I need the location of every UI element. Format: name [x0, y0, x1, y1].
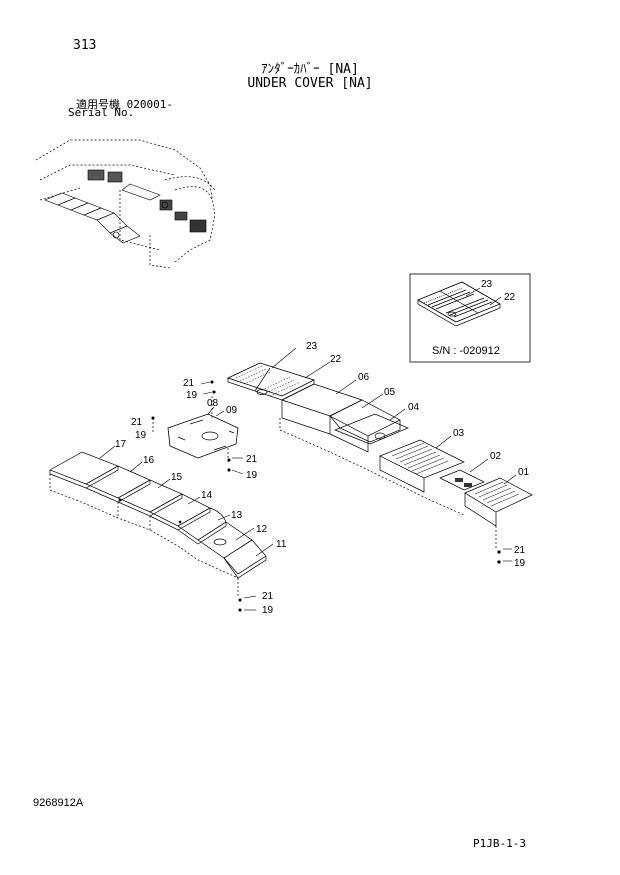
label-21-mid: 21	[246, 454, 258, 465]
inset-old-serial	[409, 273, 531, 363]
label-14: 14	[201, 490, 213, 501]
label-16: 16	[143, 455, 155, 466]
leader-lines	[99, 347, 517, 611]
page-number: 313	[73, 38, 97, 53]
label-23: 23	[306, 341, 318, 352]
label-08: 08	[207, 398, 219, 409]
label-21-top: 21	[183, 378, 195, 389]
label-03: 03	[453, 428, 465, 439]
label-22: 22	[330, 354, 342, 365]
label-19-mid: 19	[246, 470, 258, 481]
label-19-right: 19	[514, 558, 526, 569]
label-21-right: 21	[514, 545, 526, 556]
title-english: UNDER COVER [NA]	[247, 76, 373, 91]
label-11: 11	[276, 539, 287, 550]
label-12: 12	[256, 524, 268, 535]
serial-label-en: Serial No.	[68, 106, 135, 119]
document-number: 9268912A	[33, 797, 84, 809]
label-19-top: 19	[186, 390, 198, 401]
title-japanese: ｱﾝﾀﾞｰｶﾊﾞｰ [NA]	[261, 62, 359, 77]
inset-label-22: 22	[504, 292, 516, 303]
inset-serial: S/N : -020912	[432, 345, 500, 357]
label-02: 02	[490, 451, 502, 462]
plate-08-09	[167, 380, 239, 472]
label-19-bottom: 19	[262, 605, 274, 616]
label-06: 06	[358, 372, 370, 383]
label-17: 17	[115, 439, 127, 450]
serial-label-jp: 適用号機	[76, 98, 120, 111]
serial-value: 020001-	[126, 98, 173, 111]
serial-applicable: 適用号機 020001-	[76, 96, 173, 112]
label-15: 15	[171, 472, 183, 483]
label-05: 05	[384, 387, 396, 398]
label-19-left: 19	[135, 430, 147, 441]
label-13: 13	[231, 510, 243, 521]
part-labels: 23 22 06 05 04 03 02 01 21 19 21 19 08 0…	[115, 279, 530, 616]
label-04: 04	[408, 402, 420, 413]
label-09: 09	[226, 405, 238, 416]
page-reference: P1JB-1-3	[473, 837, 526, 850]
machine-overview-sketch	[35, 139, 216, 269]
inset-label-23: 23	[481, 279, 493, 290]
label-21-bottom: 21	[262, 591, 274, 602]
label-21-left: 21	[131, 417, 143, 428]
machine-overview-covers	[44, 169, 207, 244]
right-cover-assembly	[226, 362, 533, 564]
left-cover-assembly	[49, 416, 267, 612]
label-01: 01	[518, 467, 530, 478]
